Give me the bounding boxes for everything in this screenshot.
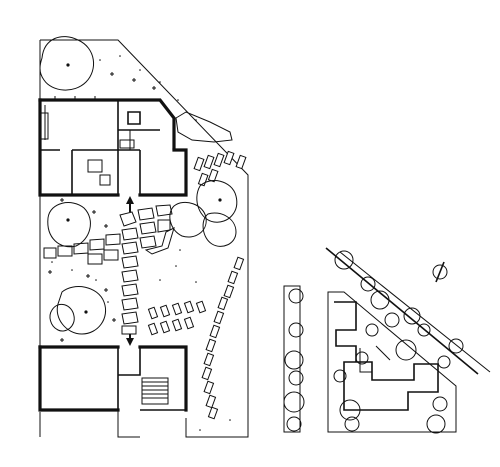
lower-house xyxy=(38,345,188,438)
neighbour-lot xyxy=(283,285,301,433)
house-footprint xyxy=(334,301,439,411)
entrance-arrow-lower xyxy=(126,330,134,346)
site-location-plan xyxy=(283,247,491,434)
house-and-garden-plan xyxy=(38,36,249,438)
upper-house xyxy=(38,96,233,197)
street-line xyxy=(325,247,479,375)
stepping-stone-path xyxy=(43,204,175,335)
entrance-arrow-upper xyxy=(126,196,134,212)
stair xyxy=(141,377,169,405)
trees xyxy=(39,36,238,335)
north-arrow-icon xyxy=(432,261,448,283)
lot-outline xyxy=(327,291,457,433)
ground-texture xyxy=(48,55,231,431)
site-trees xyxy=(333,250,464,434)
loose-stepping-stones xyxy=(147,150,247,420)
